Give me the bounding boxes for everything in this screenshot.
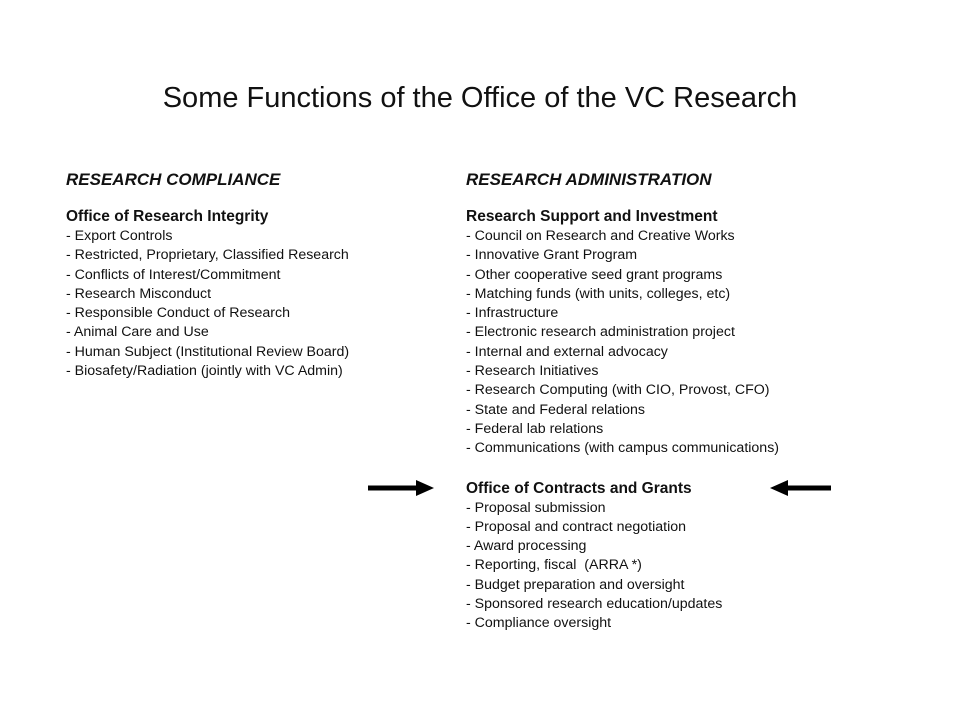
list-item: - Federal lab relations <box>466 420 604 437</box>
slide-title: Some Functions of the Office of the VC R… <box>162 82 798 114</box>
list-item: - Export Controls <box>66 228 173 244</box>
list-item: - Conflicts of Interest/Commitment <box>66 266 281 283</box>
list-item: - Proposal submission <box>466 499 606 516</box>
arrow-right-icon <box>368 480 434 496</box>
list-item: - Matching funds (with units, colleges, … <box>466 285 731 302</box>
research-support-investment-section: Research Support and Investment - Counci… <box>466 206 886 459</box>
list-item: - Other cooperative seed grant programs <box>466 266 723 283</box>
list-item: - Innovative Grant Program <box>466 247 638 264</box>
list-item: - Research Initiatives <box>466 363 599 380</box>
list-item: - Compliance oversight <box>466 615 612 632</box>
list-item: - Internal and external advocacy <box>466 343 668 360</box>
list-item: - Council on Research and Creative Works <box>466 228 735 244</box>
research-support-list: - Council on Research and Creative Works… <box>466 227 886 459</box>
list-item: - Communications (with campus communicat… <box>466 440 780 457</box>
section-title: Office of Contracts and Grants <box>466 479 692 497</box>
research-compliance-column: RESEARCH COMPLIANCE Office of Research I… <box>66 170 446 379</box>
section-title: Office of Research Integrity <box>66 208 269 225</box>
list-item: - Biosafety/Radiation (jointly with VC A… <box>66 363 343 380</box>
list-item: - Responsible Conduct of Research <box>66 305 290 322</box>
research-integrity-list: - Export Controls - Restricted, Propriet… <box>66 227 446 381</box>
office-of-contracts-grants-section: Office of Contracts and Grants - Proposa… <box>466 478 886 634</box>
list-item: - Research Computing (with CIO, Provost,… <box>466 382 770 399</box>
list-item: - Budget preparation and oversight <box>466 576 685 593</box>
list-item: - Animal Care and Use <box>66 324 209 341</box>
list-item: - Award processing <box>466 538 587 555</box>
office-of-research-integrity-section: Office of Research Integrity - Export Co… <box>66 206 446 381</box>
list-item: - Human Subject (Institutional Review Bo… <box>66 343 350 360</box>
contracts-grants-list: - Proposal submission - Proposal and con… <box>466 499 886 634</box>
research-administration-heading: RESEARCH ADMINISTRATION <box>466 170 712 189</box>
list-item: - Restricted, Proprietary, Classified Re… <box>66 247 349 264</box>
list-item: - Infrastructure <box>466 305 559 322</box>
list-item: - Electronic research administration pro… <box>466 324 735 341</box>
list-item: - Sponsored research education/updates <box>466 595 723 612</box>
research-compliance-heading: RESEARCH COMPLIANCE <box>66 170 281 189</box>
research-administration-column: RESEARCH ADMINISTRATION Research Support… <box>466 170 886 631</box>
list-item: - Research Misconduct <box>66 285 212 302</box>
list-item: - Proposal and contract negotiation <box>466 518 687 535</box>
list-item: - State and Federal relations <box>466 401 646 418</box>
section-title: Research Support and Investment <box>466 208 718 225</box>
list-item: - Reporting, fiscal (ARRA *) <box>466 557 642 574</box>
